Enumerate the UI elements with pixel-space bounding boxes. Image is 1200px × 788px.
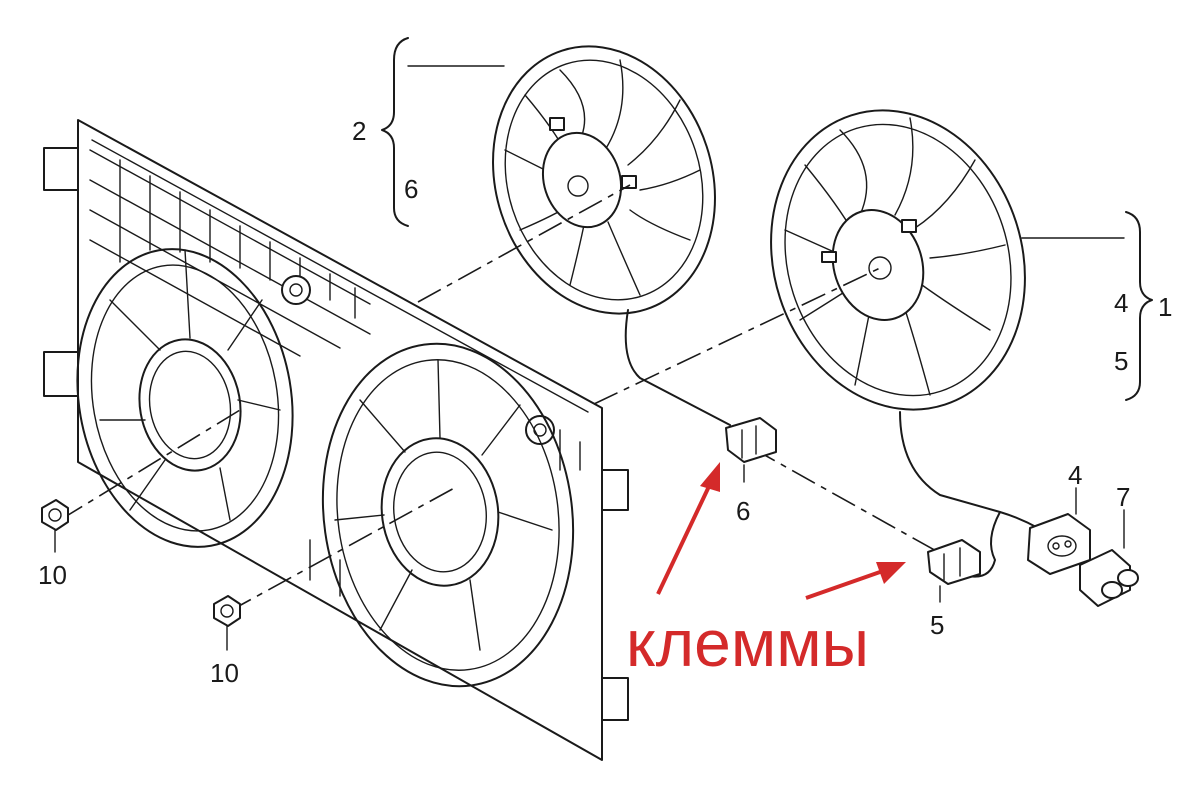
red-arrowhead — [876, 562, 906, 584]
callout-4-bracket: 4 — [1114, 288, 1128, 318]
assembly-lines — [59, 184, 939, 613]
motor-stud — [549, 117, 565, 131]
callout-1: 1 — [1158, 292, 1172, 322]
callout-2: 2 — [352, 116, 366, 146]
callout-10-lower: 10 — [210, 658, 239, 688]
terminals-annotation-label: клеммы — [626, 606, 869, 680]
motor-stud — [901, 219, 917, 233]
callout-6-connector: 6 — [736, 496, 750, 526]
leaders — [743, 464, 1125, 603]
shroud-frame — [77, 119, 603, 761]
callout-7-plug: 7 — [1116, 482, 1130, 512]
shroud-tab — [43, 351, 81, 397]
nut-lower — [213, 595, 241, 651]
red-arrow — [805, 570, 881, 600]
left-fan-opening — [76, 248, 294, 548]
connector-5 — [927, 539, 981, 585]
left-bracket — [381, 37, 505, 227]
callout-5-bracket: 5 — [1114, 346, 1128, 376]
shroud-tab — [43, 147, 81, 191]
fan-shroud — [43, 119, 629, 761]
motor-stud — [821, 251, 837, 263]
red-arrowhead — [700, 462, 720, 492]
connector-6 — [725, 417, 777, 463]
callout-5-connector: 5 — [930, 610, 944, 640]
callout-6-bracket: 6 — [404, 174, 418, 204]
upper-fan-wire — [624, 309, 731, 426]
motor-stud — [621, 175, 637, 189]
right-bracket — [1021, 211, 1153, 401]
red-arrow — [656, 479, 714, 595]
plug-7 — [1079, 549, 1139, 607]
lower-fan-wire-branch — [967, 511, 1001, 578]
callout-4-plug: 4 — [1068, 460, 1082, 490]
upper-fan-motor — [492, 45, 731, 426]
lower-fan-wire-main — [899, 411, 1039, 529]
nut-upper — [41, 499, 69, 553]
mounting-boss — [281, 275, 311, 305]
shroud-inner-edge — [91, 139, 589, 413]
callout-10-upper: 10 — [38, 560, 67, 590]
right-fan-opening — [321, 342, 575, 688]
annotation-arrows — [656, 462, 906, 600]
lower-fan-motor — [770, 109, 1039, 578]
